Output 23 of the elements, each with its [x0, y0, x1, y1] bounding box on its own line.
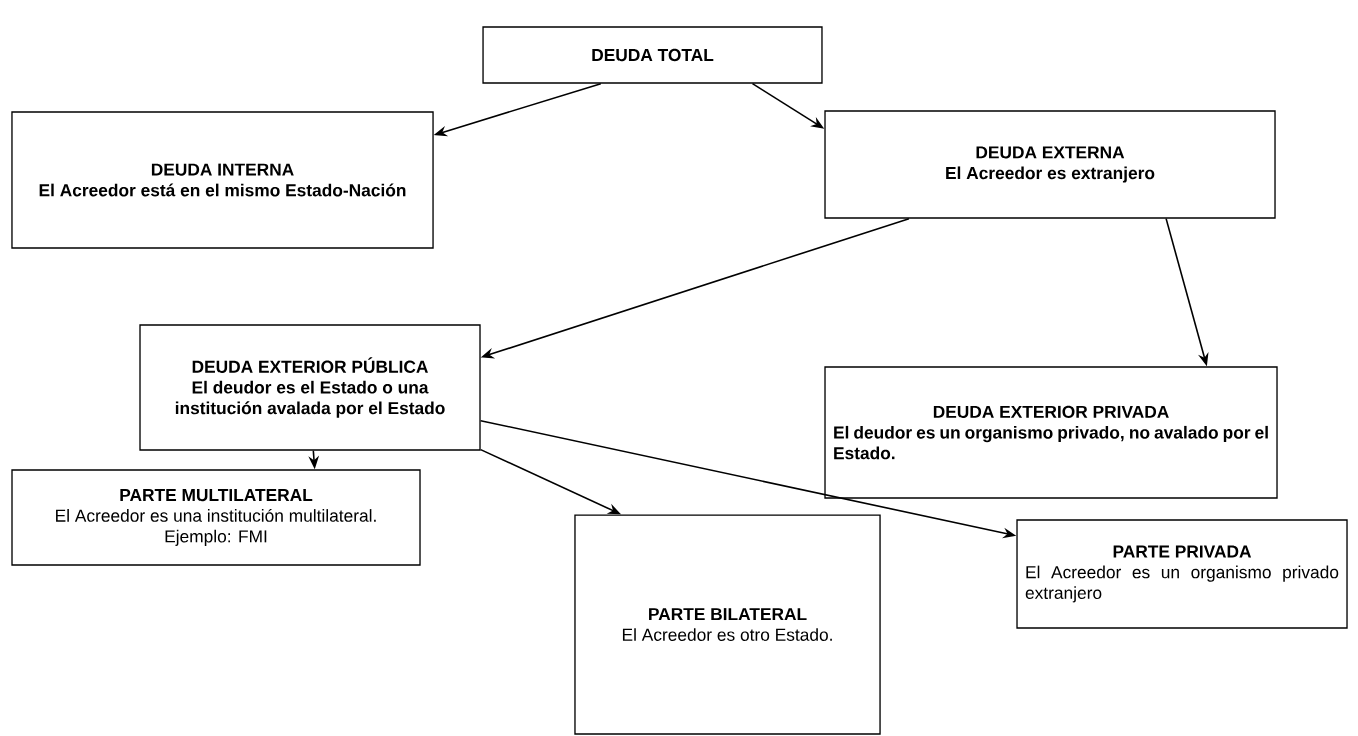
heading-text: DEUDA EXTERNA — [976, 146, 1125, 159]
heading-text: PARTE BILATERAL — [649, 608, 807, 621]
description-text: El Acreedor es otro Estado. — [622, 628, 832, 641]
process-box — [574, 514, 881, 735]
process-box — [824, 366, 1278, 499]
description-text: El Acreedor es una institución multilateral. Ejemplo: FMI — [56, 508, 376, 546]
description-text: El Acreedor es un organismo privado extranjero — [1025, 565, 1339, 603]
process-box — [11, 469, 421, 566]
process-box — [11, 111, 434, 249]
heading-text: PARTE MULTILATERAL — [120, 489, 313, 502]
description-text: El deudor es un organismo privado, no avalado por el Estado. — [834, 425, 1268, 460]
heading-text: DEUDA EXTERIOR PÚBLICA — [192, 357, 428, 373]
description-text: El deudor es el Estado o una institución avalada por el Estado — [175, 380, 445, 418]
description-text: El Acreedor es extranjero — [946, 166, 1155, 183]
heading-text: DEUDA INTERNA — [151, 163, 294, 176]
process-box — [482, 26, 823, 84]
heading-text: DEUDA TOTAL — [592, 48, 714, 62]
heading-text: DEUDA EXTERIOR PRIVADA — [933, 405, 1169, 418]
description-text: El Acreedor está en el mismo Estado-Nación — [39, 183, 406, 197]
process-box — [1016, 519, 1348, 629]
process-box — [824, 110, 1276, 219]
process-box — [139, 324, 481, 451]
heading-text: PARTE PRIVADA — [1113, 545, 1252, 558]
